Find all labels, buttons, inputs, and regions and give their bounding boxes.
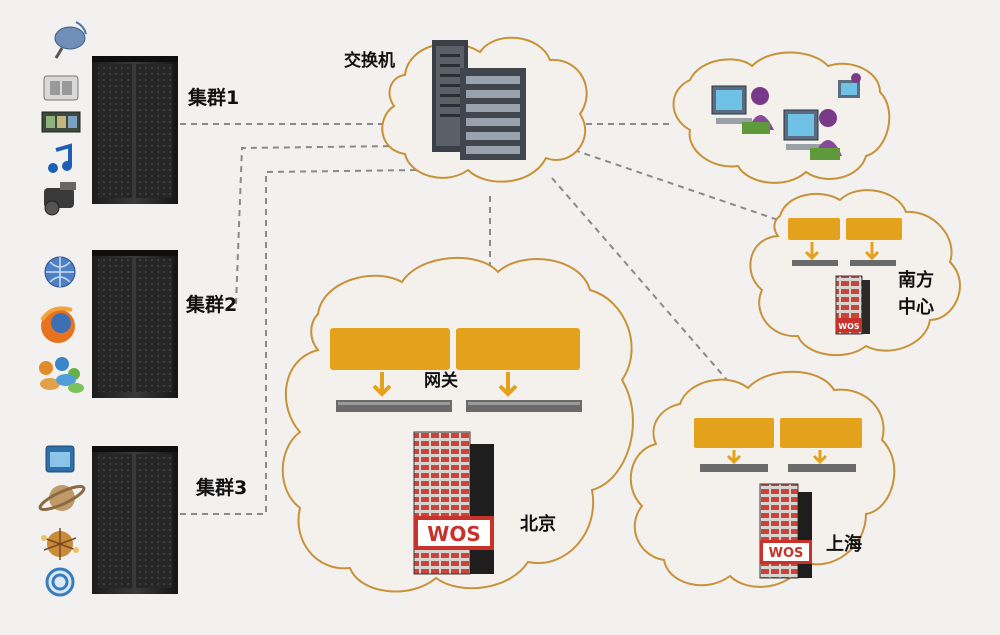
switch-device xyxy=(432,40,526,160)
shanghai-gateway xyxy=(694,418,862,472)
globe-icon xyxy=(44,256,76,288)
users-icon xyxy=(39,357,84,393)
workstation-1 xyxy=(711,85,774,134)
planet-icon xyxy=(38,484,86,512)
link-cluster2-switch xyxy=(235,145,399,305)
beijing-server: WOS xyxy=(413,431,494,575)
switch-label: 交换机 xyxy=(344,50,395,71)
beijing-wos-logo: WOS xyxy=(427,522,480,546)
workstation-3 xyxy=(838,73,861,98)
shanghai-wos-logo: WOS xyxy=(769,546,804,561)
south-center-line-2: 中心 xyxy=(898,296,934,318)
office-cloud xyxy=(672,51,891,184)
beijing-label: 北京 xyxy=(520,513,556,535)
app-window-icon xyxy=(45,445,75,473)
shanghai-label: 上海 xyxy=(826,533,862,555)
photo-strip-icon xyxy=(41,111,81,133)
cluster-label-3: 集群3 xyxy=(195,476,247,499)
shanghai-server: WOS xyxy=(759,483,812,579)
video-camera-icon xyxy=(44,182,76,216)
south-gateway xyxy=(788,218,902,266)
network-globe-icon xyxy=(41,528,79,560)
south-server: WOS xyxy=(835,275,870,335)
cluster-rack-2 xyxy=(92,250,178,398)
cluster-rack-3 xyxy=(92,446,178,594)
south-center-label: 南方 中心 xyxy=(898,269,940,318)
south-center-line-1: 南方 xyxy=(898,269,934,291)
beijing-gateway xyxy=(330,328,582,412)
cluster-label-1: 集群1 xyxy=(187,86,239,109)
cluster-rack-1 xyxy=(92,56,178,204)
gateway-label: 网关 xyxy=(424,370,458,391)
cluster-label-2: 集群2 xyxy=(185,293,237,316)
link-cluster3-switch xyxy=(180,169,421,515)
south-wos-logo: WOS xyxy=(838,322,860,331)
link-switch-shanghai xyxy=(551,177,735,389)
link-switch-south xyxy=(573,149,785,223)
film-icon xyxy=(43,75,79,101)
office-users xyxy=(711,73,861,160)
workstation-2 xyxy=(783,109,842,160)
browser-icon xyxy=(40,306,75,343)
rings-icon xyxy=(45,567,75,597)
satellite-icon xyxy=(54,21,87,59)
music-note-icon xyxy=(48,143,72,173)
